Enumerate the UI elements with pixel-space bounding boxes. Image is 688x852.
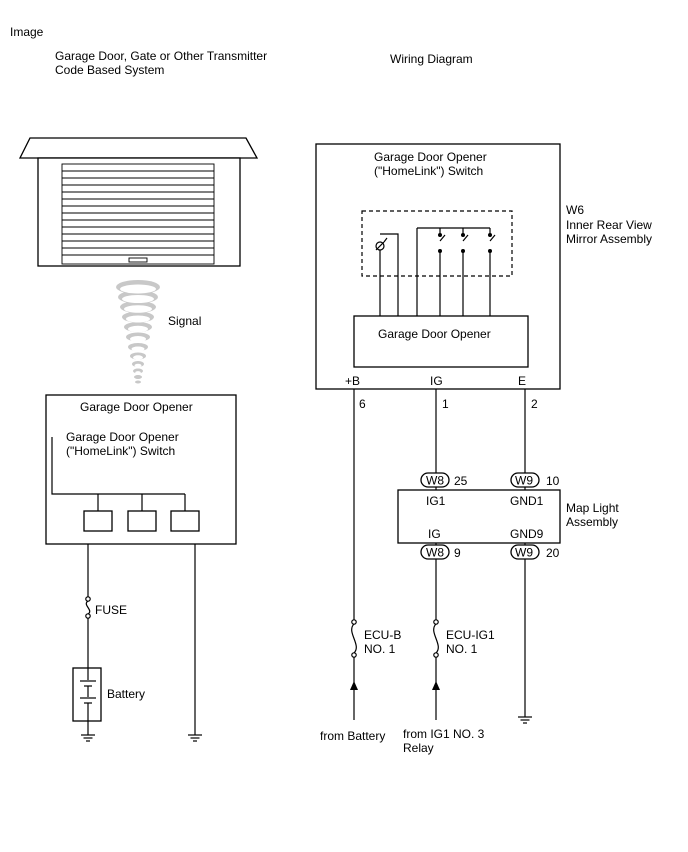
connector-w9-bottom-pin: 20 <box>546 546 560 560</box>
fuse-icon-ecu-b <box>351 619 357 658</box>
switch-contacts-icon <box>416 227 496 316</box>
image-label: Image <box>10 25 44 39</box>
connector-w8-bottom-label: W8 <box>426 546 444 560</box>
switch-dashed-box <box>361 210 513 277</box>
fuse-ecu-b-line1: ECU-B <box>364 628 401 642</box>
connector-w9-top-label: W9 <box>515 474 533 488</box>
terminal-ig-label: IG <box>430 374 443 388</box>
connector-w8-top-pin: 25 <box>454 474 468 488</box>
ground-icon-map-light <box>518 716 532 724</box>
connector-w9-top-pin: 10 <box>546 474 560 488</box>
map-light-gnd9: GND9 <box>510 527 544 541</box>
pin-6: 6 <box>359 397 366 411</box>
map-light-ig: IG <box>428 527 441 541</box>
fuse-icon-ecu-ig1 <box>433 619 439 658</box>
left-opener-title: Garage Door Opener <box>80 400 193 414</box>
fuse-icon <box>85 596 91 619</box>
battery-label: Battery <box>107 687 145 701</box>
connector-w9-top <box>510 472 540 488</box>
system-title-line1: Garage Door, Gate or Other Transmitter <box>55 49 267 63</box>
right-switch-title-line2: ("HomeLink") Switch <box>374 164 483 178</box>
ground-icon-battery <box>81 734 95 742</box>
connector-w8-bottom-pin: 9 <box>454 546 461 560</box>
left-switch-label-line1: Garage Door Opener <box>66 430 179 444</box>
inner-opener-box <box>353 315 529 368</box>
connector-w8-top <box>420 472 450 488</box>
wiring-title: Wiring Diagram <box>390 52 473 66</box>
fuse-label: FUSE <box>95 603 127 617</box>
from-relay-line2: Relay <box>403 741 434 755</box>
fuse-ecu-b-line2: NO. 1 <box>364 642 396 656</box>
left-switch-label-line2: ("HomeLink") Switch <box>66 444 175 458</box>
arrow-icon-relay <box>432 681 440 690</box>
fuse-ecu-ig1-line2: NO. 1 <box>446 642 478 656</box>
map-light-label-line1: Map Light <box>566 501 619 515</box>
assembly-label-line1: Inner Rear View <box>566 218 652 232</box>
right-switch-title-line1: Garage Door Opener <box>374 150 487 164</box>
pin-2: 2 <box>531 397 538 411</box>
left-switch-buttons <box>51 437 200 532</box>
connector-w8-bottom <box>420 544 450 560</box>
terminal-b-label: +B <box>345 374 360 388</box>
connector-w9-bottom-label: W9 <box>515 546 533 560</box>
map-light-gnd1: GND1 <box>510 494 544 508</box>
map-light-box <box>397 489 561 544</box>
signal-label: Signal <box>168 314 201 328</box>
pin-1: 1 <box>442 397 449 411</box>
arrow-icon-battery <box>350 681 358 690</box>
map-light-label-line2: Assembly <box>566 515 618 529</box>
terminal-e-label: E <box>518 374 526 388</box>
connector-w6: W6 <box>566 203 584 217</box>
map-light-ig1: IG1 <box>426 494 446 508</box>
inner-opener-label: Garage Door Opener <box>378 327 491 341</box>
from-battery-label: from Battery <box>320 729 385 743</box>
fuse-ecu-ig1-line1: ECU-IG1 <box>446 628 495 642</box>
garage-icon <box>18 137 259 267</box>
assembly-label-line2: Mirror Assembly <box>566 232 652 246</box>
system-title-line2: Code Based System <box>55 63 164 77</box>
battery-icon <box>72 667 102 722</box>
connector-w8-top-label: W8 <box>426 474 444 488</box>
from-relay-line1: from IG1 NO. 3 <box>403 727 485 741</box>
ground-icon-opener <box>188 734 202 742</box>
